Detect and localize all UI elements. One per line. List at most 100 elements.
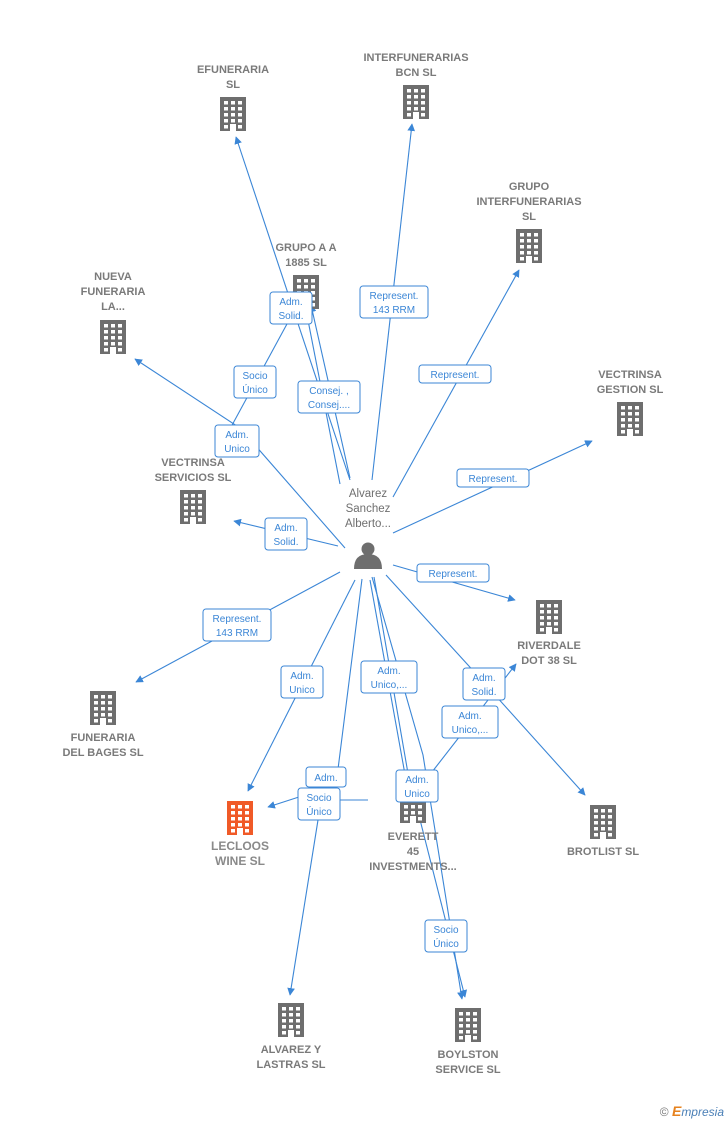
- relation-label-r12: Adm. Unico,...: [360, 660, 418, 694]
- relation-label-text: Represent.: [213, 614, 262, 625]
- company-label: FUNERARIA: [81, 286, 146, 298]
- building-icon: [516, 229, 542, 263]
- building-icon: [403, 85, 429, 119]
- company-label: SERVICIOS SL: [155, 472, 232, 484]
- relation-label-r9: Represent.: [416, 563, 490, 583]
- company-label: BROTLIST SL: [567, 846, 639, 858]
- relation-label-r13: Adm.Solid.: [462, 667, 506, 701]
- company-label: SL: [226, 79, 240, 91]
- company-node-nueva-funeraria[interactable]: NUEVA FUNERARIA LA...: [81, 271, 146, 354]
- relation-label-text: Único: [433, 937, 459, 950]
- relation-label-r5: Adm.Unico: [214, 424, 260, 458]
- company-node-alvarez-lastras[interactable]: ALVAREZ Y LASTRAS SL: [256, 1003, 326, 1071]
- relation-label-text: Unico: [404, 789, 430, 800]
- relation-label-text: Solid.: [278, 311, 303, 322]
- building-icon: [227, 801, 253, 835]
- company-label: INTERFUNERARIAS: [476, 196, 581, 208]
- brand-logo-text: mpresia: [681, 1105, 724, 1119]
- relation-label-r1: Adm. Solid.: [269, 291, 313, 325]
- company-label: NUEVA: [94, 271, 132, 283]
- company-node-riverdale[interactable]: RIVERDALE DOT 38 SL: [517, 600, 581, 667]
- relation-label-text: Unico,...: [371, 680, 408, 691]
- person-name-label: Alvarez: [349, 488, 388, 500]
- building-icon: [455, 1008, 481, 1042]
- building-icon: [617, 402, 643, 436]
- company-label: 1885 SL: [285, 257, 327, 269]
- brand-logo-e: E: [671, 1103, 682, 1119]
- company-node-vectrinsa-gestion[interactable]: VECTRINSA GESTION SL: [597, 369, 664, 436]
- company-label: DOT 38 SL: [521, 655, 577, 667]
- relation-label-text: Unico: [224, 444, 250, 455]
- relation-label-r8: Adm. Solid.: [264, 517, 308, 551]
- company-label: INVESTMENTS...: [369, 861, 456, 873]
- relation-label-r6: Represent.: [418, 364, 492, 384]
- relation-label-r10: Represent. 143 RRM: [202, 608, 272, 642]
- building-icon: [220, 97, 246, 131]
- relation-edge: [385, 574, 586, 796]
- company-label: VECTRINSA: [161, 457, 225, 469]
- company-label: EFUNERARIA: [197, 64, 269, 76]
- company-label: ALVAREZ Y: [261, 1044, 322, 1056]
- company-label: LECLOOS: [211, 839, 269, 853]
- company-label: LASTRAS SL: [256, 1059, 325, 1071]
- relation-label-text: Adm.: [279, 297, 302, 308]
- company-node-efuneraria[interactable]: EFUNERARIA SL: [197, 64, 269, 131]
- copyright-symbol: ©: [659, 1105, 669, 1119]
- relation-label-text: 143 RRM: [373, 305, 415, 316]
- relation-label-text: Represent.: [469, 474, 518, 485]
- relation-edge: [287, 794, 323, 996]
- building-icon: [100, 320, 126, 354]
- relation-label-text: Adm.: [274, 523, 297, 534]
- relation-label-text: Adm.: [472, 673, 495, 684]
- relation-label-r11: Adm.Unico: [280, 665, 324, 699]
- relation-label-text: Socio: [242, 371, 267, 382]
- company-node-brotlist[interactable]: BROTLIST SL: [567, 805, 639, 858]
- relation-label-text: Represent.: [431, 370, 480, 381]
- relation-label-text: Adm.: [405, 775, 428, 786]
- relation-label-r14: Adm.Unico,...: [441, 705, 499, 739]
- relation-label-text: Solid.: [273, 537, 298, 548]
- person-name-label: Sanchez: [346, 503, 391, 515]
- person-node[interactable]: AlvarezSanchezAlberto...: [345, 488, 391, 569]
- relation-label-text: 143 RRM: [216, 628, 258, 639]
- relation-label-text: Represent.: [370, 291, 419, 302]
- company-label: WINE SL: [215, 854, 265, 868]
- person-icon: [354, 542, 382, 569]
- relation-labels-layer: Adm. Solid. Represent. 143 RRM Consej. ,Cons…: [202, 285, 530, 953]
- company-label: GRUPO A A: [275, 242, 336, 254]
- relation-edge: [371, 576, 465, 1000]
- relation-label-text: Adm.: [377, 666, 400, 677]
- company-label: EVERETT: [388, 831, 439, 843]
- building-icon: [180, 490, 206, 524]
- relation-label-r3: Consej. ,Consej....: [297, 380, 361, 414]
- company-label: INTERFUNERARIAS: [363, 52, 468, 64]
- relation-label-text: Adm.: [314, 773, 337, 784]
- building-icon: [536, 600, 562, 634]
- company-label: LA...: [101, 301, 125, 313]
- relation-label-text: Socio: [433, 925, 458, 936]
- company-label: BOYLSTON: [438, 1049, 499, 1061]
- person-name-label: Alberto...: [345, 518, 391, 530]
- relation-label-text: Unico,...: [452, 725, 489, 736]
- company-label: RIVERDALE: [517, 640, 581, 652]
- relation-label-r7: Represent.: [456, 468, 530, 488]
- relation-label-text: Único: [242, 383, 268, 396]
- company-label: VECTRINSA: [598, 369, 662, 381]
- relation-label-r15: Adm.: [305, 766, 347, 788]
- relation-label-text: Consej. ,: [309, 386, 348, 397]
- brand-watermark: © Empresia: [660, 1103, 724, 1119]
- relation-label-text: Represent.: [429, 569, 478, 580]
- company-label: SL: [522, 211, 536, 223]
- building-icon: [278, 1003, 304, 1037]
- relation-label-text: Unico: [289, 685, 315, 696]
- company-node-vectrinsa-servicios[interactable]: VECTRINSA SERVICIOS SL: [155, 457, 232, 524]
- company-label: GESTION SL: [597, 384, 664, 396]
